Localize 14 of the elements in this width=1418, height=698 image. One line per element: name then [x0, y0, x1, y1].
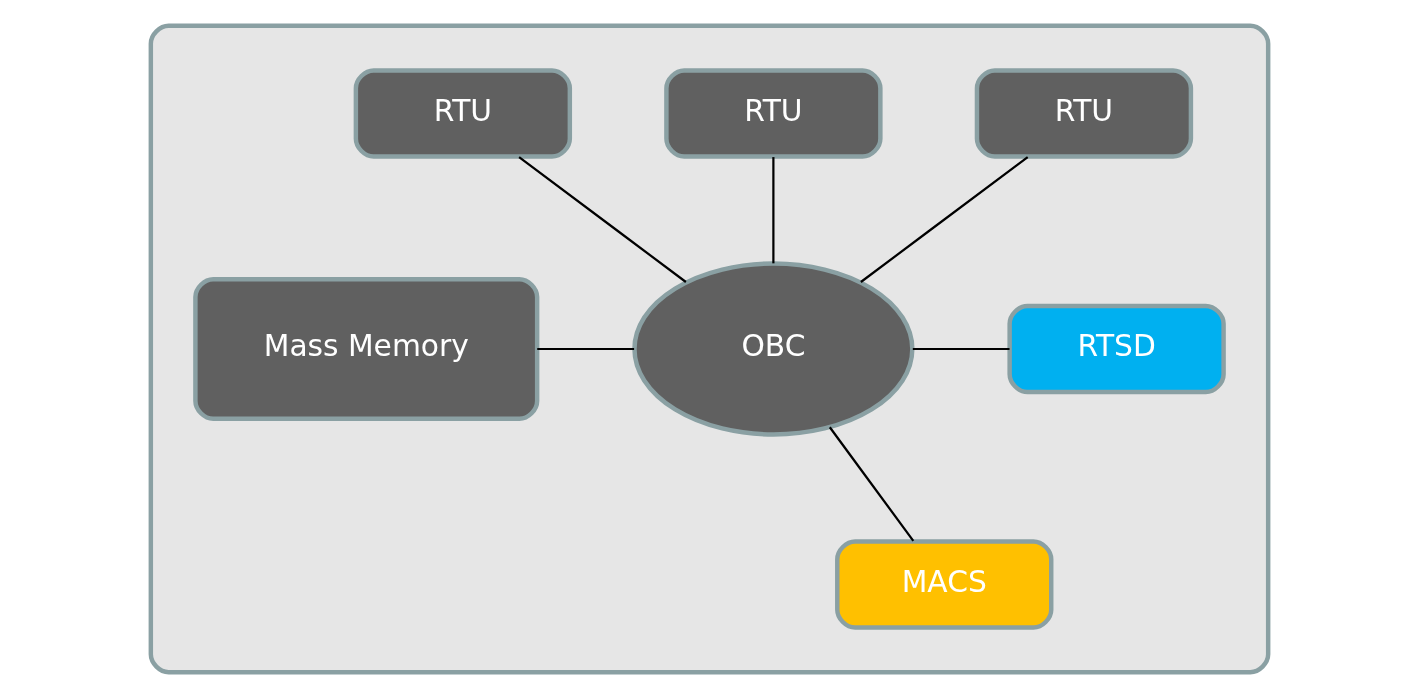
- node-box: Mass Memory: [192, 276, 539, 422]
- cluster: [148, 23, 1270, 675]
- connector: [912, 347, 1010, 351]
- connector: [771, 157, 774, 264]
- node-box: RTU: [974, 68, 1193, 159]
- connector: [828, 426, 914, 542]
- node-box: RTU: [663, 68, 883, 159]
- node-ellipse: OBC: [631, 261, 915, 437]
- connector: [517, 156, 687, 283]
- connector: [536, 347, 634, 351]
- node-box: RTSD: [1006, 303, 1226, 395]
- node-box: MACS: [834, 539, 1053, 630]
- node-box: RTU: [353, 68, 572, 159]
- connector: [859, 156, 1028, 283]
